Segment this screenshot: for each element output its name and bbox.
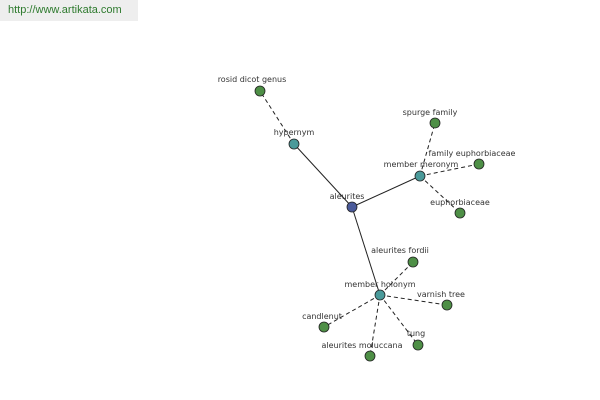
node-label-varnish-tree[interactable]: varnish tree [417,290,465,299]
edge-member-holonym-aleurites-fordii [379,261,414,296]
node-label-aleurites[interactable]: aleurites [330,192,365,201]
node-rosid-dicot-genus[interactable] [254,85,266,97]
node-aleurites[interactable] [346,201,358,213]
node-label-aleurites-fordii[interactable]: aleurites fordii [371,246,429,255]
node-family-euphorbiaceae[interactable] [473,158,485,170]
node-label-rosid-dicot-genus[interactable]: rosid dicot genus [218,75,287,84]
edge-member-holonym-aleurites-moluccana [369,294,381,357]
edge-aleurites-member-holonym [351,206,381,296]
node-label-member-meronym[interactable]: member meronym [384,160,459,169]
edge-member-holonym-tung [379,294,419,346]
edge-member-holonym-varnish-tree [379,294,448,306]
node-label-spurge-family[interactable]: spurge family [403,108,458,117]
node-label-candlenut[interactable]: candlenut [302,312,342,321]
node-varnish-tree[interactable] [441,299,453,311]
node-spurge-family[interactable] [429,117,441,129]
node-label-hypernym[interactable]: hypernym [274,128,315,137]
edge-aleurites-member-meronym [351,175,421,208]
node-member-meronym[interactable] [414,170,426,182]
node-euphorbiaceae[interactable] [454,207,466,219]
source-url[interactable]: http://www.artikata.com [0,0,138,21]
node-aleurites-moluccana[interactable] [364,350,376,362]
node-label-tung[interactable]: tung [407,329,425,338]
edge-member-meronym-family-euphorbiaceae [419,163,480,177]
edge-hypernym-rosid-dicot-genus [259,90,295,145]
node-label-member-holonym[interactable]: member holonym [344,280,415,289]
edge-member-holonym-candlenut [323,294,381,328]
node-label-family-euphorbiaceae[interactable]: family euphorbiaceae [429,149,516,158]
graph-labels: aleurites hypernym member meronym member ho… [218,75,516,350]
node-label-aleurites-moluccana[interactable]: aleurites moluccana [321,341,402,350]
graph-edges [259,90,480,357]
node-tung[interactable] [412,339,424,351]
graph-nodes [254,85,485,362]
node-aleurites-fordii[interactable] [407,256,419,268]
node-candlenut[interactable] [318,321,330,333]
node-member-holonym[interactable] [374,289,386,301]
edge-aleurites-hypernym [293,143,353,208]
node-label-euphorbiaceae[interactable]: euphorbiaceae [430,198,490,207]
edge-member-meronym-euphorbiaceae [419,175,461,214]
edge-member-meronym-spurge-family [419,122,436,177]
node-hypernym[interactable] [288,138,300,150]
